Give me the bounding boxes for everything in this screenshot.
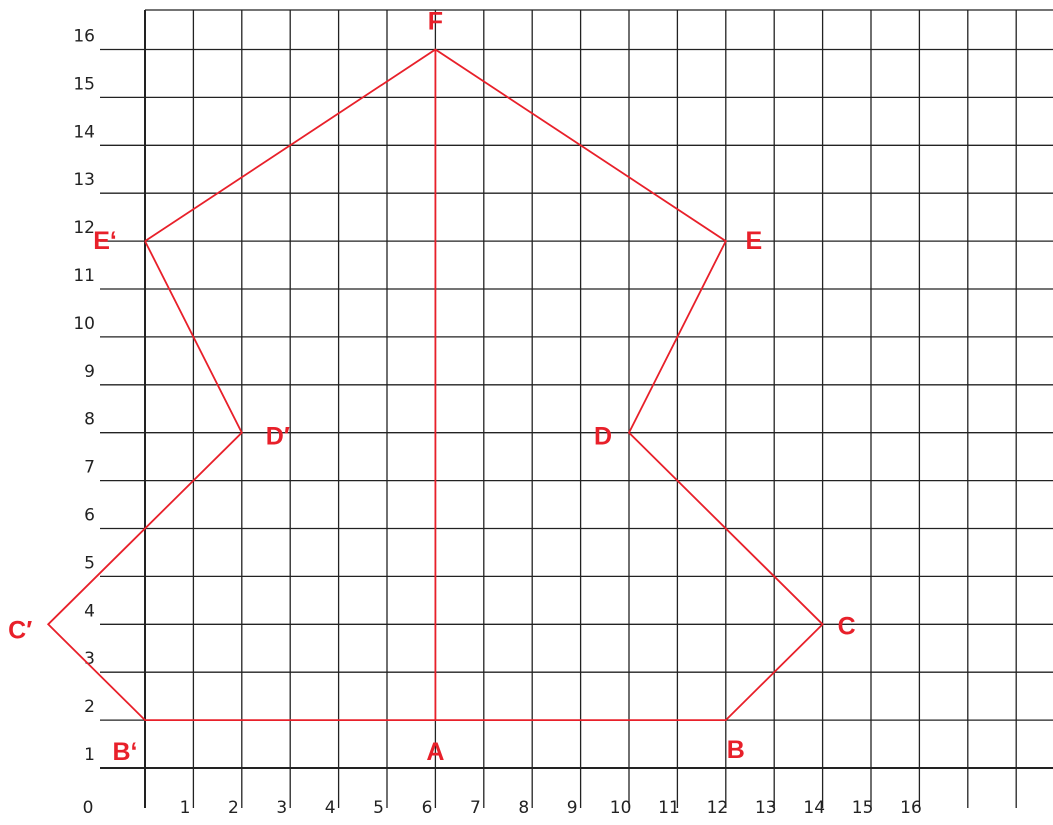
x-tick-label: 1	[180, 798, 191, 818]
y-tick-label: 3	[84, 649, 95, 669]
y-tick-label: 9	[84, 362, 95, 382]
x-tick-label: 9	[567, 798, 578, 818]
vertex-label-a: A	[426, 738, 444, 766]
y-tick-label: 11	[73, 266, 95, 286]
x-tick-label: 16	[900, 798, 922, 818]
mirrored-polygon	[46, 48, 824, 721]
x-tick-label: 4	[325, 798, 336, 818]
x-tick-label: 15	[852, 798, 874, 818]
vertex-label-d-prime: D′	[266, 423, 290, 451]
x-tick-label: 0	[83, 798, 94, 818]
vertex-label-f: F	[428, 8, 443, 36]
y-tick-label: 14	[73, 122, 95, 142]
x-tick-label: 10	[610, 798, 632, 818]
shape-outline	[46, 48, 824, 721]
y-tick-label: 13	[73, 170, 95, 190]
vertex-label-e-prime: E‘	[93, 227, 117, 255]
y-tick-label: 10	[73, 314, 95, 334]
vertex-label-c-prime: C′	[8, 616, 32, 644]
y-tick-label: 1	[84, 745, 95, 765]
vertex-label-b: B	[727, 736, 745, 764]
x-tick-label: 5	[373, 798, 384, 818]
x-tick-label: 7	[470, 798, 481, 818]
vertex-label-d: D	[594, 423, 612, 451]
y-tick-label: 4	[84, 601, 95, 621]
vertex-labels: F E E‘ D D′ C C′ B B‘ A	[8, 8, 855, 767]
grid-lines	[100, 9, 1053, 808]
y-tick-label: 15	[73, 74, 95, 94]
y-tick-label: 8	[84, 410, 95, 430]
vertex-label-c: C	[838, 612, 856, 640]
x-tick-label: 14	[803, 798, 825, 818]
x-tick-label: 11	[658, 798, 680, 818]
y-tick-label: 2	[84, 697, 95, 717]
y-tick-label: 16	[73, 27, 95, 47]
x-tick-label: 8	[518, 798, 529, 818]
y-tick-label: 6	[84, 506, 95, 526]
vertex-label-e: E	[745, 227, 762, 255]
x-tick-label: 6	[422, 798, 433, 818]
y-tick-label: 5	[84, 553, 95, 573]
vertex-label-b-prime: B‘	[113, 738, 138, 766]
y-tick-label: 12	[73, 218, 95, 238]
y-tick-label: 7	[84, 458, 95, 478]
x-tick-label: 3	[276, 798, 287, 818]
x-tick-label: 2	[228, 798, 239, 818]
x-tick-label: 12	[707, 798, 729, 818]
x-tick-label: 13	[755, 798, 777, 818]
